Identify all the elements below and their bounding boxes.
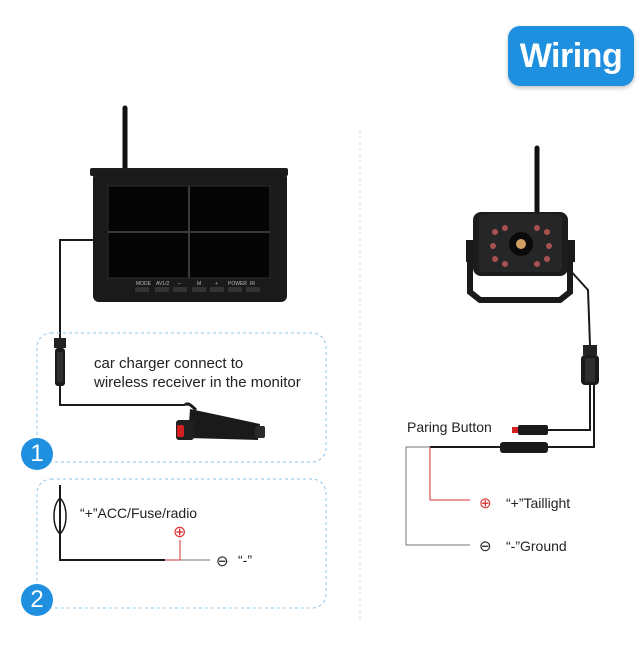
section1-number: 1 [21, 438, 53, 470]
camera [466, 145, 575, 303]
monitor-button-label: IR [250, 281, 255, 287]
acc-minus-symbol: ⊖ [216, 553, 229, 570]
monitor-buttons [135, 287, 260, 292]
section1-text-line1: car charger connect to [94, 355, 244, 372]
monitor-button-label: POWER [228, 281, 247, 287]
monitor-button-label: M [197, 281, 202, 287]
acc-plus-symbol: ⊕ [173, 524, 187, 541]
page-title: Wiring [519, 36, 623, 75]
wiring-badge: Wiring [508, 26, 634, 86]
acc-fuse-radio-label: “+”ACC/Fuse/radio [80, 505, 198, 521]
camera-cable [567, 267, 591, 346]
acc-wiring [53, 485, 210, 561]
ground-label: “-”Ground [506, 538, 567, 554]
ground-minus-symbol: ⊖ [479, 538, 492, 555]
pairing-button-label: Paring Button [407, 419, 492, 435]
taillight-label: “+”Taillight [506, 495, 571, 511]
section2-number: 2 [21, 584, 53, 616]
section2-box [36, 478, 327, 609]
section1-box [36, 332, 327, 463]
monitor-button-label: – [178, 281, 181, 287]
monitor-button-label: MODE [136, 281, 151, 287]
pairing-button-connector [518, 425, 548, 435]
monitor [90, 105, 288, 302]
taillight-plus-symbol: ⊕ [479, 495, 492, 512]
car-charger [176, 402, 265, 440]
acc-negative-label: “-” [238, 552, 252, 568]
monitor-button-label: AV1/2 [156, 281, 170, 287]
monitor-button-label: + [215, 281, 218, 287]
monitor-power-cable [59, 239, 100, 338]
section1-text-line2: wireless receiver in the monitor [94, 374, 301, 391]
